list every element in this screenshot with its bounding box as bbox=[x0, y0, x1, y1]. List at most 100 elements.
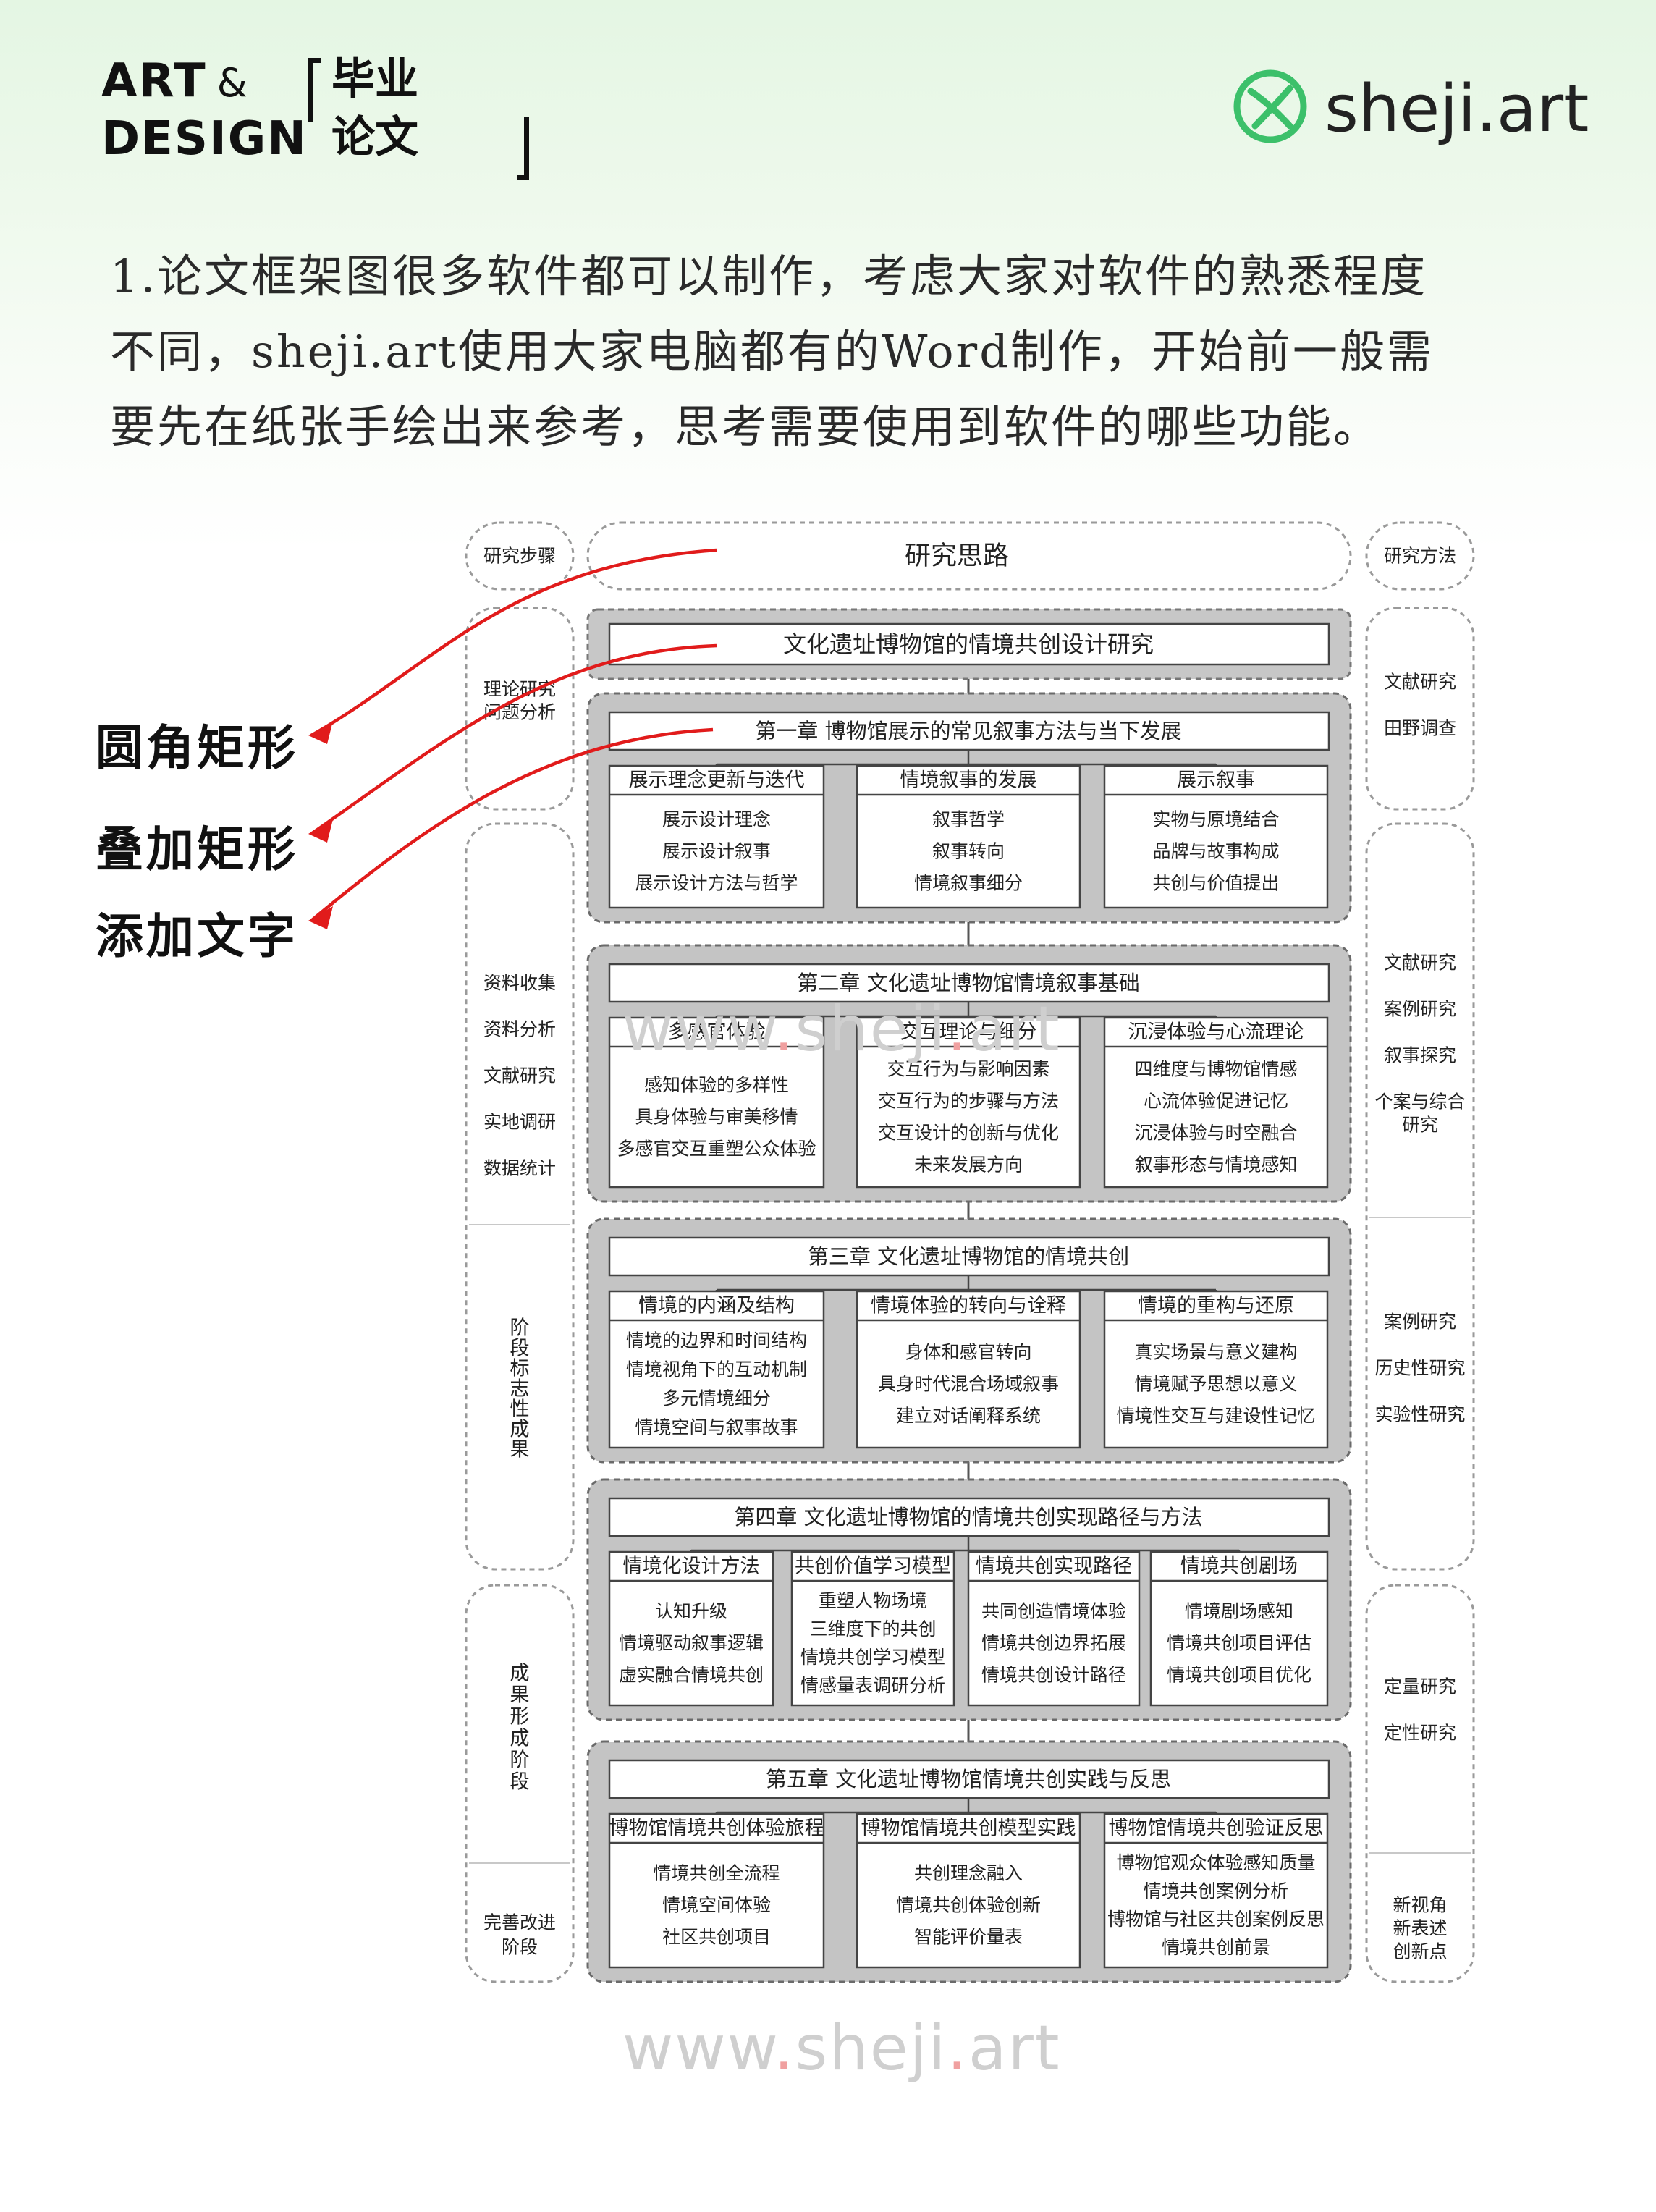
watermark-middle: www.sheji.art bbox=[622, 993, 1061, 1065]
column-box bbox=[790, 1550, 955, 1707]
column-box bbox=[1103, 1290, 1329, 1449]
column-head-text: 展示叙事 bbox=[1177, 769, 1255, 792]
left-box-theory bbox=[465, 607, 575, 811]
column-item-text: 展示设计叙事 bbox=[662, 841, 771, 862]
column-item-text: 四维度与博物馆情感 bbox=[1134, 1059, 1297, 1080]
column-head-text: 情境化设计方法 bbox=[623, 1555, 760, 1578]
arrowhead-icon bbox=[308, 819, 333, 843]
intro-line: 1.论文框架图很多软件都可以制作，考虑大家对软件的熟悉程度 bbox=[110, 250, 1428, 303]
right-box-1 bbox=[1365, 607, 1475, 811]
left-data-line: 文献研究 bbox=[483, 1065, 556, 1086]
left-result-char: 成 bbox=[510, 1728, 530, 1750]
column-item-text: 三维度下的共创 bbox=[809, 1618, 936, 1639]
right-col-line: 文献研究 bbox=[1384, 672, 1456, 693]
site-logo[interactable]: sheji.art bbox=[1230, 67, 1589, 149]
column-head-text: 情境共创剧场 bbox=[1180, 1555, 1298, 1578]
column-item-text: 重塑人物场境 bbox=[819, 1590, 927, 1611]
left-stage-char: 志 bbox=[510, 1378, 530, 1401]
arrowhead-icon bbox=[308, 721, 333, 744]
column-item-text: 情境性交互与建设性记忆 bbox=[1116, 1406, 1315, 1427]
right-box-2 bbox=[1365, 822, 1475, 1571]
right-col-line: 田野调查 bbox=[1384, 718, 1456, 739]
left-stage-char: 性 bbox=[510, 1398, 530, 1421]
column-item-text: 博物馆与社区共创案例反思 bbox=[1107, 1909, 1325, 1930]
column-item-text: 真实场景与意义建构 bbox=[1134, 1342, 1297, 1363]
right-col-line: 创新点 bbox=[1393, 1941, 1447, 1962]
column-box bbox=[608, 1550, 774, 1707]
intro-line: 不同，sheji.art使用大家电脑都有的Word制作，开始前一般需 bbox=[110, 325, 1434, 378]
left-stage-char: 标 bbox=[510, 1358, 530, 1380]
column-item-text: 情境共创案例分析 bbox=[1144, 1880, 1288, 1901]
right-col-line: 新表述 bbox=[1393, 1918, 1447, 1939]
center-header-box bbox=[586, 521, 1352, 591]
column-item-text: 品牌与故事构成 bbox=[1152, 841, 1279, 862]
column-item-text: 认知升级 bbox=[655, 1601, 727, 1622]
column-item-text: 情境的边界和时间结构 bbox=[626, 1330, 807, 1351]
column-box bbox=[608, 764, 825, 909]
column-box bbox=[1103, 764, 1329, 909]
column-item-text: 交互行为的步骤与方法 bbox=[878, 1091, 1059, 1112]
left-header-text: 研究步骤 bbox=[483, 546, 556, 567]
right-header-box bbox=[1365, 521, 1475, 591]
arrowhead-icon bbox=[308, 906, 333, 929]
column-item-text: 虚实融合情境共创 bbox=[619, 1665, 764, 1686]
right-header-text: 研究方法 bbox=[1384, 546, 1456, 567]
bracket-close-icon bbox=[517, 117, 529, 180]
chapter-title-text: 第五章 文化遗址博物馆情境共创实践与反思 bbox=[766, 1767, 1171, 1791]
label-add-text: 添加文字 bbox=[96, 908, 298, 964]
right-col-line: 叙事探究 bbox=[1384, 1045, 1456, 1066]
left-stage-char: 成 bbox=[510, 1419, 530, 1441]
chapter-title-text: 第三章 文化遗址博物馆的情境共创 bbox=[808, 1244, 1129, 1269]
center-header-text: 研究思路 bbox=[905, 541, 1009, 571]
column-item-text: 情境剧场感知 bbox=[1185, 1601, 1293, 1622]
column-item-text: 实物与原境结合 bbox=[1152, 809, 1279, 830]
right-box-3 bbox=[1365, 1584, 1475, 1983]
arrow-overlay-rect bbox=[310, 643, 717, 835]
right-col-line: 实验性研究 bbox=[1374, 1404, 1465, 1425]
column-head-text: 博物馆情境共创模型实践 bbox=[861, 1818, 1076, 1840]
column-head-text: 情境叙事的发展 bbox=[900, 769, 1037, 792]
column-item-text: 情境共创边界拓展 bbox=[981, 1633, 1126, 1654]
left-result-char: 果 bbox=[510, 1684, 530, 1707]
column-box bbox=[608, 1812, 825, 1969]
column-item-text: 心流体验促进记忆 bbox=[1144, 1091, 1288, 1112]
column-item-text: 社区共创项目 bbox=[662, 1927, 771, 1948]
column-item-text: 共创与价值提出 bbox=[1152, 873, 1279, 894]
left-stage-char: 果 bbox=[510, 1439, 530, 1461]
column-head-text: 情境的内涵及结构 bbox=[638, 1295, 795, 1317]
column-item-text: 叙事哲学 bbox=[932, 809, 1005, 830]
column-item-text: 交互设计的创新与优化 bbox=[878, 1123, 1059, 1144]
column-item-text: 共同创造情境体验 bbox=[981, 1601, 1126, 1622]
column-item-text: 交互行为与影响因素 bbox=[887, 1059, 1049, 1080]
column-item-text: 情境共创前景 bbox=[1162, 1937, 1270, 1958]
left-data-line: 资料收集 bbox=[483, 973, 556, 994]
column-item-text: 情境共创学习模型 bbox=[800, 1647, 945, 1668]
column-item-text: 情境视角下的互动机制 bbox=[626, 1359, 807, 1380]
brand-art-text: ART bbox=[101, 54, 207, 108]
arrow-rounded-rect bbox=[310, 548, 717, 737]
column-item-text: 情境共创项目优化 bbox=[1167, 1665, 1311, 1686]
column-box bbox=[856, 1290, 1081, 1449]
chapter-title-box bbox=[608, 1759, 1330, 1799]
column-item-text: 共创理念融入 bbox=[914, 1863, 1023, 1884]
right-col-line: 文献研究 bbox=[1384, 953, 1456, 974]
column-head-text: 沉浸体验与心流理论 bbox=[1128, 1021, 1304, 1044]
column-item-text: 多元情境细分 bbox=[662, 1388, 771, 1409]
column-item-text: 感知体验的多样性 bbox=[644, 1075, 789, 1096]
right-col-line: 定性研究 bbox=[1384, 1723, 1456, 1744]
brand-line-2: DESIGN bbox=[101, 116, 308, 162]
left-result-char: 形 bbox=[510, 1706, 530, 1728]
column-head-text: 情境的重构与还原 bbox=[1138, 1295, 1294, 1317]
column-item-text: 情境共创体验创新 bbox=[896, 1895, 1041, 1916]
intro-paragraph: 1.论文框架图很多软件都可以制作，考虑大家对软件的熟悉程度 不同，sheji.a… bbox=[110, 239, 1558, 465]
title-box bbox=[608, 622, 1330, 666]
left-stage-char: 阶 bbox=[510, 1317, 530, 1340]
brand-line-1: ART& bbox=[101, 58, 249, 104]
right-col-line: 定量研究 bbox=[1384, 1676, 1456, 1697]
column-item-text: 情境空间体验 bbox=[662, 1895, 771, 1916]
column-head-text: 共创价值学习模型 bbox=[795, 1555, 951, 1578]
column-item-text: 情境叙事细分 bbox=[914, 873, 1023, 894]
column-item-text: 沉浸体验与时空融合 bbox=[1134, 1123, 1297, 1144]
left-box-stage bbox=[465, 822, 575, 1571]
left-header-box bbox=[465, 521, 575, 591]
